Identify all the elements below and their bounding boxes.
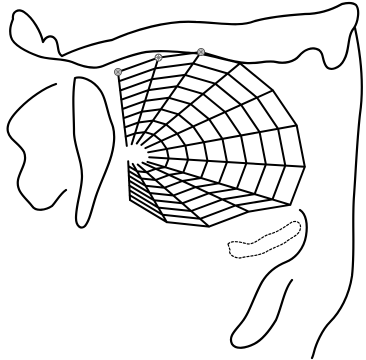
lip-outline: [8, 84, 66, 210]
velum-outline: [73, 78, 114, 228]
tongue-grid: [118, 52, 305, 227]
pharyngeal-wall-outline: [312, 28, 362, 358]
epiglottis-outline: [228, 221, 301, 258]
palate-marker-icon: [198, 49, 205, 56]
palate-outline: [10, 3, 358, 69]
jaw-outline: [231, 210, 307, 348]
palate-marker-icon: [155, 54, 162, 61]
palate-marker-icon: [115, 69, 122, 76]
